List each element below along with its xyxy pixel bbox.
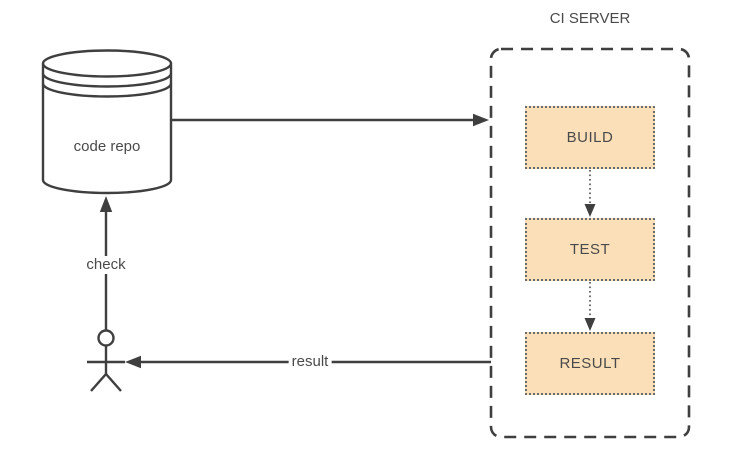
ci-server-title: CI SERVER <box>549 10 631 27</box>
step-result: RESULT <box>525 332 655 395</box>
step-build: BUILD <box>525 106 655 169</box>
arrow-repo-to-ciserver <box>171 113 489 127</box>
code-repo-cylinder-icon <box>41 49 173 195</box>
arrow-build-to-test <box>584 170 596 217</box>
check-edge-label: check <box>83 256 129 274</box>
ci-server-boundary <box>489 47 691 439</box>
result-edge-label: result <box>288 353 332 371</box>
code-repo-label: code repo <box>73 138 141 155</box>
arrow-test-to-result <box>584 282 596 331</box>
user-stick-figure-icon <box>87 329 125 392</box>
step-test: TEST <box>525 218 655 281</box>
